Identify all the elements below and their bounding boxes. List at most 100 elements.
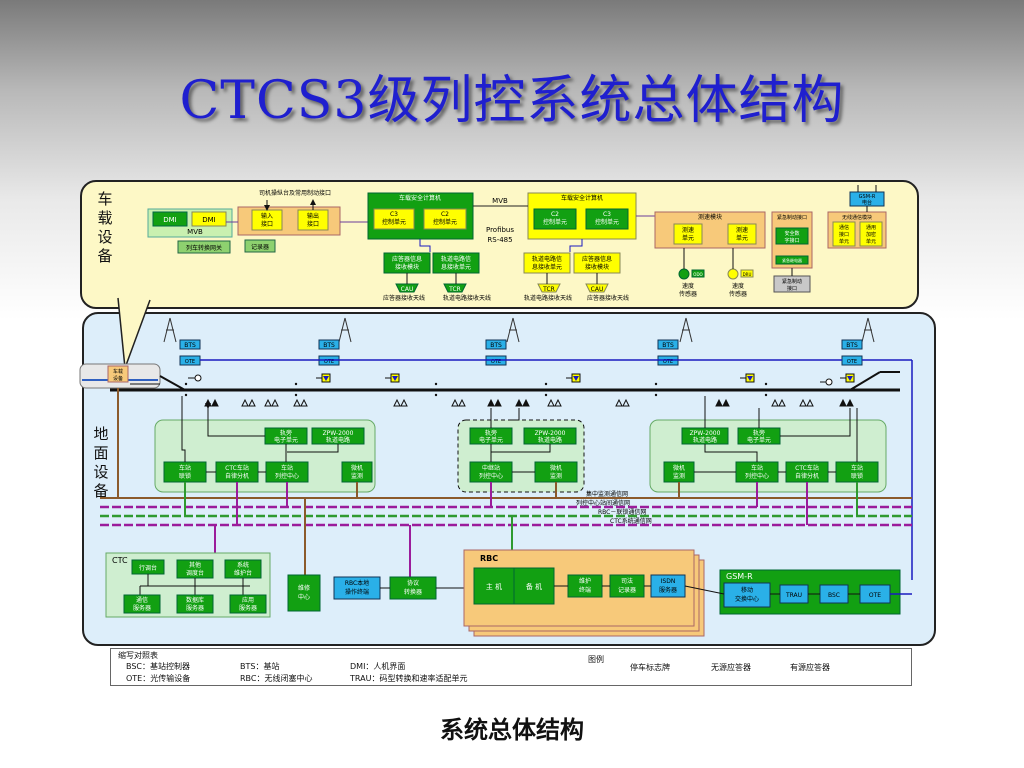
svg-text:TRAU: TRAU bbox=[785, 592, 802, 599]
svg-text:监测: 监测 bbox=[550, 472, 562, 480]
svg-text:C2: C2 bbox=[551, 211, 559, 218]
legend-dmi: DMI：人机界面 bbox=[350, 662, 406, 671]
track-joints bbox=[184, 382, 768, 397]
bts-tower-2 bbox=[338, 317, 352, 343]
svg-text:微机: 微机 bbox=[550, 464, 562, 472]
svg-text:接收模块: 接收模块 bbox=[585, 263, 609, 271]
svg-text:轨道电路: 轨道电路 bbox=[326, 436, 350, 444]
svg-text:中心: 中心 bbox=[298, 593, 310, 601]
svg-text:终端: 终端 bbox=[579, 586, 591, 594]
svg-text:CTC车站: CTC车站 bbox=[795, 464, 819, 472]
svg-text:OTE: OTE bbox=[185, 359, 195, 365]
speed-unit-2 bbox=[727, 223, 757, 245]
svg-text:轨道电路信: 轨道电路信 bbox=[441, 255, 471, 263]
stop-sign-5 bbox=[840, 373, 855, 383]
signal-left bbox=[188, 374, 202, 382]
svg-text:ISDN: ISDN bbox=[661, 578, 676, 585]
svg-text:速度: 速度 bbox=[682, 282, 694, 290]
svg-text:转换器: 转换器 bbox=[404, 588, 422, 596]
legend-box bbox=[110, 648, 912, 686]
svg-text:联锁: 联锁 bbox=[851, 472, 863, 480]
bts-tower-1 bbox=[163, 317, 177, 343]
dmi-1 bbox=[152, 211, 188, 227]
svg-text:列控中心: 列控中心 bbox=[479, 472, 503, 480]
svg-text:记录器: 记录器 bbox=[618, 586, 636, 594]
svg-text:应用: 应用 bbox=[242, 596, 254, 604]
cau-antenna-left bbox=[395, 283, 419, 293]
svg-text:控制单元: 控制单元 bbox=[543, 218, 567, 226]
svg-text:微机: 微机 bbox=[351, 464, 363, 472]
svg-text:CAU: CAU bbox=[591, 286, 604, 293]
page-title: CTCS3级列控系统总体结构 bbox=[179, 71, 845, 131]
svg-text:维护台: 维护台 bbox=[234, 569, 252, 577]
svg-text:BTS: BTS bbox=[490, 342, 502, 349]
legend-stop-sign: 停车标志牌 bbox=[630, 663, 670, 672]
svg-text:记录器: 记录器 bbox=[251, 243, 269, 251]
svg-text:交换中心: 交换中心 bbox=[735, 595, 759, 603]
svg-text:Profibus: Profibus bbox=[486, 226, 514, 234]
svg-text:车载安全计算机: 车载安全计算机 bbox=[399, 194, 441, 202]
speed-sensor-2 bbox=[727, 268, 739, 280]
svg-text:应答器接收天线: 应答器接收天线 bbox=[587, 294, 629, 302]
svg-text:轨道电路信: 轨道电路信 bbox=[532, 255, 562, 263]
c2-unit-right bbox=[533, 208, 577, 230]
callout-pointer bbox=[117, 297, 151, 369]
svg-text:电子单元: 电子单元 bbox=[479, 436, 503, 444]
svg-text:BTS: BTS bbox=[184, 342, 196, 349]
svg-text:电台: 电台 bbox=[862, 199, 872, 206]
svg-text:DMI: DMI bbox=[163, 216, 177, 224]
svg-text:BTS: BTS bbox=[323, 342, 335, 349]
speed-sensor-1 bbox=[678, 268, 690, 280]
stop-sign-4 bbox=[740, 373, 755, 383]
svg-text:电子单元: 电子单元 bbox=[274, 436, 298, 444]
svg-text:监测: 监测 bbox=[673, 472, 685, 480]
app-server bbox=[229, 594, 267, 614]
svg-text:司法: 司法 bbox=[621, 577, 633, 585]
svg-text:字接口: 字接口 bbox=[784, 237, 799, 244]
bts-tower-5 bbox=[861, 317, 875, 343]
svg-text:轨旁: 轨旁 bbox=[280, 429, 292, 437]
bts-3 bbox=[485, 339, 507, 350]
svg-text:BTS: BTS bbox=[662, 342, 674, 349]
train-onboard-tag bbox=[107, 365, 129, 383]
svg-text:服务器: 服务器 bbox=[186, 604, 204, 612]
svg-text:C2: C2 bbox=[441, 211, 449, 218]
svg-text:移动: 移动 bbox=[741, 586, 753, 594]
svg-text:CTC车站: CTC车站 bbox=[225, 464, 249, 472]
svg-text:测速: 测速 bbox=[682, 226, 694, 234]
svg-text:ZPW-2000: ZPW-2000 bbox=[535, 430, 566, 437]
svg-text:备 机: 备 机 bbox=[526, 582, 542, 591]
svg-text:无线通信模块: 无线通信模块 bbox=[842, 214, 872, 221]
maintenance-center bbox=[287, 574, 321, 612]
svg-text:CAU: CAU bbox=[401, 286, 414, 293]
svg-text:服务器: 服务器 bbox=[239, 604, 257, 612]
svg-text:控制单元: 控制单元 bbox=[382, 218, 406, 226]
svg-text:BSC: BSC bbox=[828, 592, 840, 599]
svg-text:应答器接收天线: 应答器接收天线 bbox=[383, 294, 425, 302]
svg-text:ZPW-2000: ZPW-2000 bbox=[690, 430, 721, 437]
svg-text:通用: 通用 bbox=[866, 224, 876, 231]
svg-text:协议: 协议 bbox=[407, 579, 419, 587]
diagram-caption: 系统总体结构 bbox=[440, 715, 584, 744]
svg-text:OTE: OTE bbox=[491, 359, 501, 365]
svg-text:TCR: TCR bbox=[542, 286, 555, 293]
svg-text:TCR: TCR bbox=[448, 286, 461, 293]
balises bbox=[204, 398, 854, 407]
svg-text:轨旁: 轨旁 bbox=[753, 429, 765, 437]
svg-text:监测: 监测 bbox=[351, 472, 363, 480]
stop-sign-3 bbox=[566, 373, 581, 383]
svg-text:DRU: DRU bbox=[743, 272, 752, 277]
svg-text:接口: 接口 bbox=[787, 285, 797, 292]
svg-text:应答器信息: 应答器信息 bbox=[582, 255, 612, 263]
bts-2 bbox=[318, 339, 340, 350]
svg-text:ZPW-2000: ZPW-2000 bbox=[323, 430, 354, 437]
svg-text:集中监测通信网: 集中监测通信网 bbox=[586, 490, 628, 498]
svg-text:接口: 接口 bbox=[839, 231, 849, 238]
svg-text:息接收单元: 息接收单元 bbox=[441, 263, 471, 271]
svg-text:RBC本地: RBC本地 bbox=[345, 579, 369, 587]
speed-unit-1 bbox=[673, 223, 703, 245]
svg-text:紧急继电器: 紧急继电器 bbox=[782, 257, 802, 263]
svg-text:单元: 单元 bbox=[839, 238, 849, 245]
svg-text:车载安全计算机: 车载安全计算机 bbox=[561, 194, 603, 202]
